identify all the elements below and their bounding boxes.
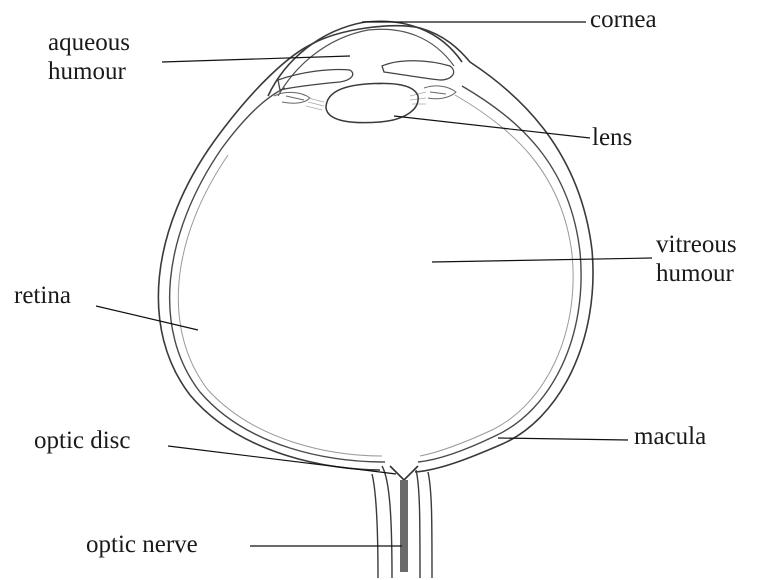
optic-nerve-left-wall — [372, 466, 392, 578]
label-optic-nerve: optic nerve — [86, 530, 198, 559]
zonules-left — [306, 98, 324, 110]
leader-vitreous — [432, 258, 652, 262]
leader-aqueous — [162, 56, 350, 62]
leader-optic-disc — [168, 446, 396, 474]
optic-disc-shape — [390, 466, 418, 480]
label-vitreous-line1: vitreous — [656, 230, 737, 259]
label-cornea: cornea — [590, 5, 657, 34]
label-optic-disc: optic disc — [34, 426, 131, 455]
label-aqueous-humour: aqueous humour — [48, 28, 130, 86]
label-aqueous-line2: humour — [48, 57, 130, 86]
iris-right — [382, 61, 454, 80]
label-aqueous-line1: aqueous — [48, 28, 130, 57]
ciliary-body-left — [274, 92, 310, 103]
optic-nerve-core — [400, 480, 408, 572]
label-lens: lens — [592, 123, 632, 152]
ciliary-body-right — [424, 86, 456, 99]
label-vitreous-humour: vitreous humour — [656, 230, 737, 288]
label-retina: retina — [14, 281, 71, 310]
eyeball-inner-outline — [170, 86, 581, 462]
leader-retina — [96, 306, 198, 330]
label-macula: macula — [634, 422, 706, 451]
optic-nerve-right-wall — [416, 470, 432, 578]
leader-macula — [498, 438, 628, 440]
label-vitreous-line2: humour — [656, 259, 737, 288]
retina-layer — [178, 95, 573, 456]
